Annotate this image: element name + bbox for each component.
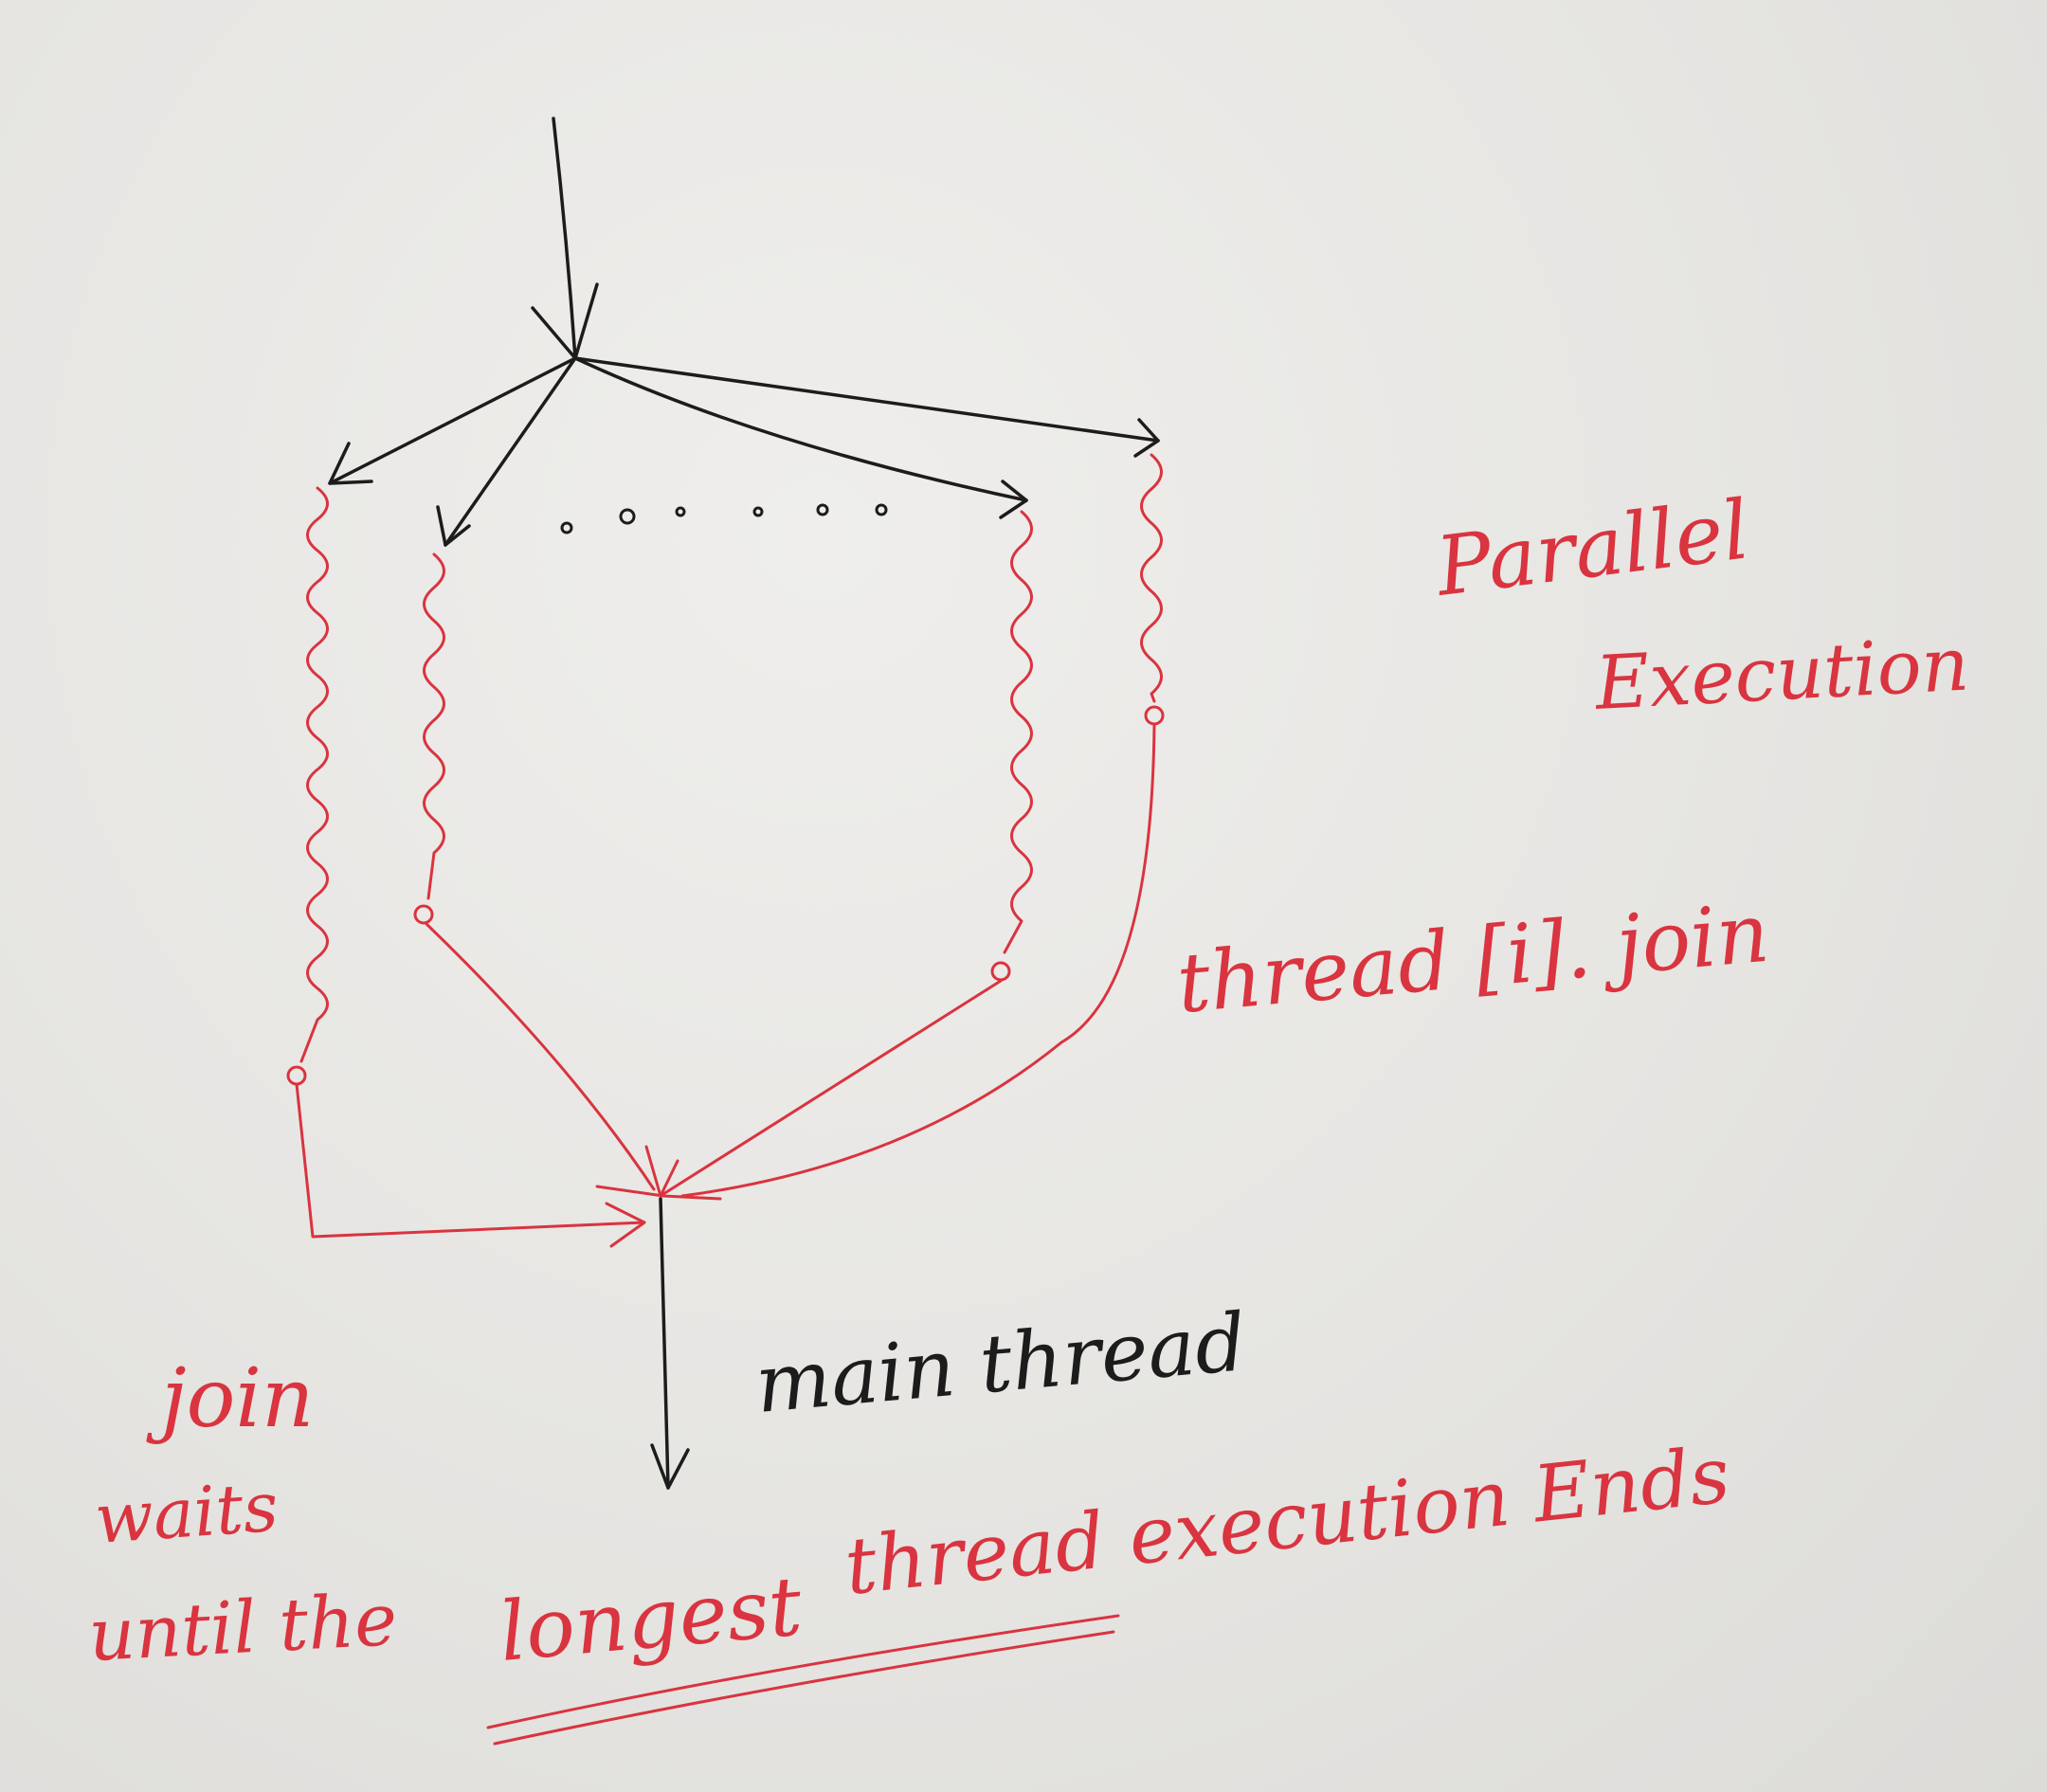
thread-2-end-point [413, 904, 434, 925]
fork-arrowhead-thread-2 [436, 505, 471, 547]
fork-arrowhead-thread-n [1133, 418, 1160, 458]
thread-n-minus-1-end-point [990, 961, 1011, 982]
label-join: join [146, 1351, 314, 1446]
fork-arrow-thread-n [573, 356, 1160, 443]
main-thread-outgoing-line [659, 1197, 670, 1490]
fork-arrow-thread-2 [444, 356, 577, 547]
thread-1-wavy-line [299, 486, 329, 1063]
label-longest: longest [496, 1559, 806, 1679]
main-thread-incoming-line [552, 117, 577, 360]
fork-arrow-thread-n-minus-1 [573, 356, 1028, 502]
label-main-thread: main thread [752, 1295, 1250, 1431]
main-thread-incoming-arrowhead [531, 282, 599, 360]
label-until-the: until the [86, 1577, 399, 1677]
thread-n-end-point [1144, 705, 1165, 726]
fork-arrowhead-thread-1 [328, 442, 373, 485]
thread-n-wavy-line [1140, 453, 1163, 703]
thread-1-end-point [286, 1065, 307, 1086]
join-arrowhead-thread-1 [605, 1202, 646, 1248]
fork-arrow-thread-1 [328, 356, 577, 485]
join-path-thread-1 [295, 1082, 646, 1239]
join-path-thread-2 [425, 922, 656, 1191]
more-threads-ellipsis [560, 503, 888, 534]
join-converge-marks [595, 1145, 722, 1201]
label-waits: waits [92, 1467, 281, 1559]
fork-arrowhead-thread-n-minus-1 [999, 480, 1028, 519]
longest-underline-1 [486, 1614, 1120, 1729]
join-path-thread-n-minus-1 [661, 979, 1003, 1196]
label-thread-join: thread [i]. join [1173, 886, 1773, 1032]
join-path-thread-n [680, 723, 1156, 1198]
label-parallel: Parallel [1429, 482, 1754, 615]
label-thread-execution-ends: thread execution Ends [841, 1430, 1733, 1612]
label-execution: Execution [1591, 622, 1971, 727]
main-thread-outgoing-arrowhead [650, 1443, 690, 1490]
longest-underline-2 [493, 1630, 1115, 1746]
thread-2-wavy-line [423, 552, 445, 900]
thread-n-minus-1-wavy-line [1003, 510, 1033, 954]
